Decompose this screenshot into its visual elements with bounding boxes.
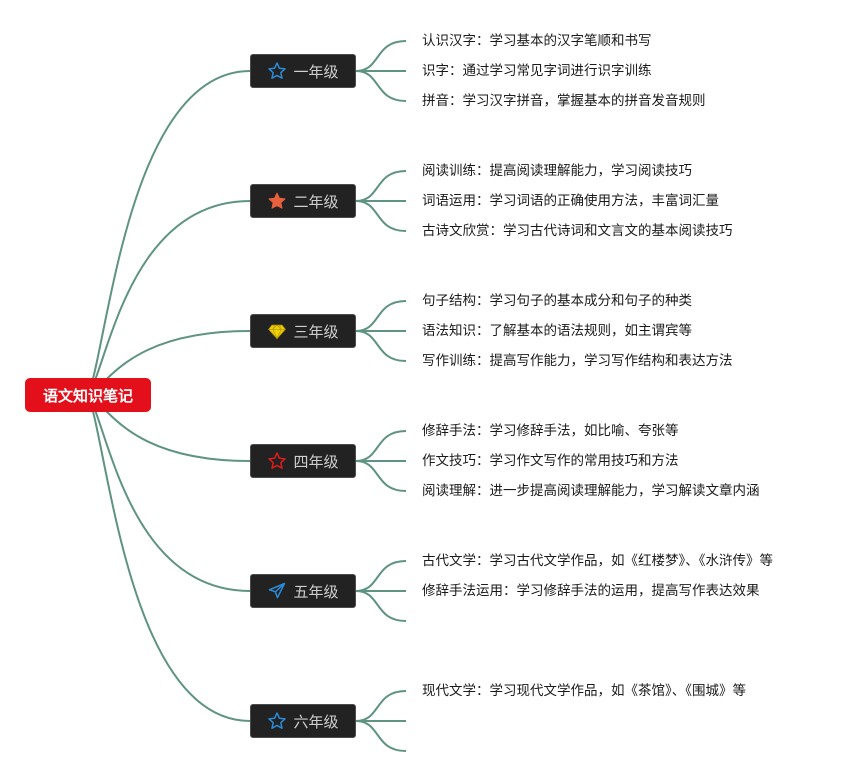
root-to-grade-link xyxy=(87,394,251,592)
grade-to-leaf-link xyxy=(355,70,407,102)
leaf-topic[interactable]: 词语运用：学习词语的正确使用方法，丰富词汇量 xyxy=(422,193,719,209)
grade-node-2[interactable]: 二年级 xyxy=(250,184,356,218)
root-node[interactable]: 语文知识笔记 xyxy=(25,378,151,412)
grade-to-leaf-link xyxy=(355,720,407,752)
leaf-topic[interactable]: 阅读理解：进一步提高阅读理解能力，学习解读文章内涵 xyxy=(422,483,760,499)
leaf-topic[interactable]: 修辞手法：学习修辞手法，如比喻、夸张等 xyxy=(422,423,679,439)
leaf-topic[interactable]: 现代文学：学习现代文学作品，如《茶馆》、《围城》等 xyxy=(422,683,746,699)
leaf-topic[interactable]: 古代文学：学习古代文学作品，如《红楼梦》、《水浒传》等 xyxy=(422,553,773,569)
leaf-topic[interactable]: 古诗文欣赏：学习古代诗词和文言文的基本阅读技巧 xyxy=(422,223,733,239)
root-to-grade-link xyxy=(87,200,251,396)
star-outline-icon xyxy=(267,711,287,731)
grade-to-leaf-link xyxy=(355,430,407,462)
grade-node-5[interactable]: 五年级 xyxy=(250,574,356,608)
star-filled-icon xyxy=(267,191,287,211)
leaf-topic[interactable]: 语法知识：了解基本的语法规则，如主谓宾等 xyxy=(422,323,692,339)
grade-label: 一年级 xyxy=(293,62,339,81)
star-outline-icon xyxy=(267,451,287,471)
leaf-topic[interactable]: 拼音：学习汉字拼音，掌握基本的拼音发音规则 xyxy=(422,93,706,109)
root-to-grade-link xyxy=(87,394,251,722)
grade-label: 二年级 xyxy=(293,192,339,211)
leaf-topic[interactable]: 作文技巧：学习作文写作的常用技巧和方法 xyxy=(422,453,679,469)
leaf-topic[interactable]: 识字：通过学习常见字词进行识字训练 xyxy=(422,63,652,79)
grade-label: 三年级 xyxy=(293,322,339,341)
star-outline-icon xyxy=(267,61,287,81)
leaf-topic[interactable]: 写作训练：提高写作能力，学习写作结构和表达方法 xyxy=(422,353,733,369)
grade-node-4[interactable]: 四年级 xyxy=(250,444,356,478)
grade-to-leaf-link xyxy=(355,200,407,232)
grade-to-leaf-link xyxy=(355,40,407,72)
diamond-icon xyxy=(267,321,287,341)
leaf-topic[interactable]: 阅读训练：提高阅读理解能力，学习阅读技巧 xyxy=(422,163,692,179)
grade-node-6[interactable]: 六年级 xyxy=(250,704,356,738)
grade-to-leaf-link xyxy=(355,560,407,592)
grade-node-3[interactable]: 三年级 xyxy=(250,314,356,348)
grade-node-1[interactable]: 一年级 xyxy=(250,54,356,88)
grade-to-leaf-link xyxy=(355,590,407,622)
grade-to-leaf-link xyxy=(355,300,407,332)
grade-to-leaf-link xyxy=(355,170,407,202)
grade-to-leaf-link xyxy=(355,460,407,492)
leaf-topic[interactable]: 句子结构：学习句子的基本成分和句子的种类 xyxy=(422,293,692,309)
leaf-topic[interactable]: 修辞手法运用：学习修辞手法的运用，提高写作表达效果 xyxy=(422,583,760,599)
paper-plane-icon xyxy=(267,581,287,601)
grade-label: 六年级 xyxy=(293,712,339,731)
grade-to-leaf-link xyxy=(355,690,407,722)
leaf-topic[interactable]: 认识汉字：学习基本的汉字笔顺和书写 xyxy=(422,33,652,49)
grade-label: 四年级 xyxy=(293,452,339,471)
root-to-grade-link xyxy=(87,70,251,396)
grade-to-leaf-link xyxy=(355,330,407,362)
grade-label: 五年级 xyxy=(293,582,339,601)
